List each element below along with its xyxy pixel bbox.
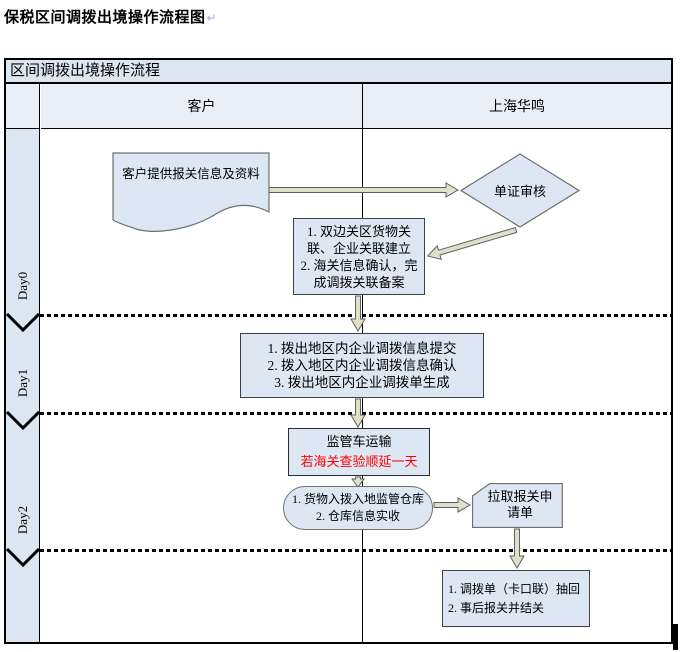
column-header-customer: 客户: [41, 84, 362, 129]
customs-inspection-warning: 若海关查验顺延一天: [300, 454, 418, 469]
paragraph-mark-icon: ↵: [206, 11, 218, 25]
document-shape-customer-info: 客户提供报关信息及资料: [112, 152, 270, 232]
process-box-transfer-info: 1. 拨出地区内企业调拨信息提交 2. 拨入地区内企业调拨信息确认 3. 拨出地…: [240, 333, 484, 398]
table-title-row: 区间调拨出境操作流程: [6, 60, 671, 84]
process-box-filing: 1. 双边关区货物关 联、企业关联建立 2. 海关信息确认，完 成调拨关联备案: [293, 218, 425, 295]
terminator-warehouse-receipt: 1. 货物入拨入地监管仓库 2. 仓库信息实收: [283, 486, 433, 530]
decision-diamond-review: 单证审核: [460, 153, 580, 228]
flow-arrow-filing-to-transfer: [350, 295, 366, 332]
flow-arrow-doc-to-review: [266, 182, 459, 198]
column-header-company: 上海华鸣: [362, 84, 671, 129]
diamond-shape-icon: [460, 153, 580, 228]
document-shape-label: 客户提供报关信息及资料: [122, 167, 260, 181]
flow-arrow-pull-to-closing: [509, 528, 525, 569]
flowchart-table: 区间调拨出境操作流程 客户 上海华鸣 Day0 Day1 Day2: [4, 58, 673, 644]
truck-transport-label: 监管车运输: [326, 434, 392, 449]
header-day-column-cell: [6, 84, 40, 129]
flowchart-title: 保税区间调拨出境操作流程图↵: [4, 6, 217, 27]
day-lane-column: [6, 129, 40, 642]
flow-arrow-truck-to-warehouse: [351, 476, 365, 488]
process-box-truck-transport: 监管车运输 若海关查验顺延一天: [288, 428, 430, 476]
chevron-down-icon: [6, 313, 40, 333]
card-shape-pull-declaration: 拉取报关申 请单: [472, 483, 563, 528]
chevron-down-icon: [6, 411, 40, 431]
flow-arrow-warehouse-to-pull: [433, 497, 471, 513]
chevron-down-icon: [6, 548, 40, 568]
process-box-closing: 1. 调拨单（卡口联）抽回 2. 事后报关并结关: [442, 570, 590, 627]
document-shape-icon: [112, 152, 270, 232]
table-end-mark: [673, 624, 678, 650]
flow-arrows: [266, 182, 525, 569]
flow-arrow-review-to-filing: [426, 226, 518, 260]
card-shape-label: 拉取报关申 请单: [487, 489, 553, 520]
flow-arrow-transfer-to-truck: [350, 398, 366, 428]
flowchart-title-text: 保税区间调拨出境操作流程图: [4, 9, 206, 26]
decision-diamond-label: 单证审核: [493, 184, 546, 199]
day-separator-line-2: [40, 549, 671, 552]
card-shape-icon: [472, 483, 563, 528]
